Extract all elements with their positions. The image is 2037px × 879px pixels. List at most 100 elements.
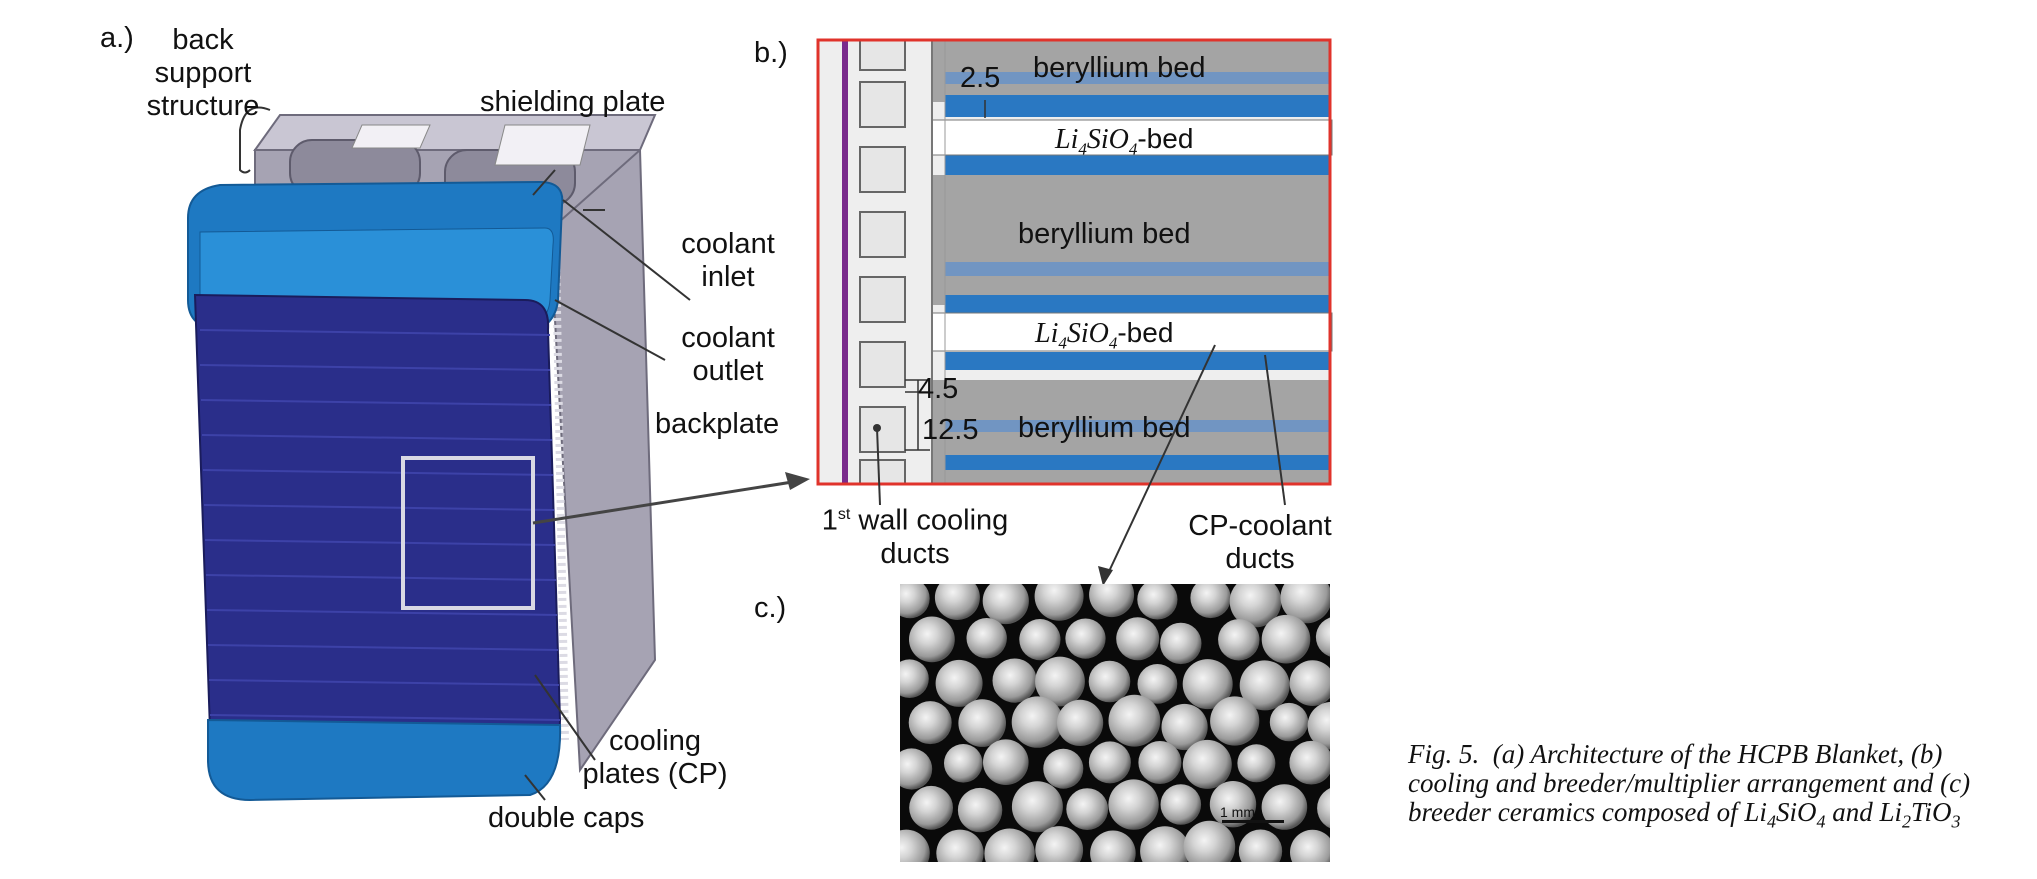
- dimension-12-5: 12.5: [922, 414, 979, 446]
- pebble: [1065, 618, 1106, 659]
- panel-b-leaders: [876, 344, 1286, 581]
- pebble: [1289, 740, 1330, 785]
- bottom-double-cap: [207, 718, 562, 802]
- pebble: [957, 787, 1003, 833]
- pebble: [1140, 826, 1190, 862]
- label-back-support-structure: back support structure: [146, 24, 260, 122]
- pebble: [1011, 781, 1063, 833]
- pebble: [900, 584, 930, 619]
- pebble: [1035, 826, 1084, 862]
- pebble: [1218, 619, 1260, 661]
- label-shielding-plate: shielding plate: [480, 86, 666, 118]
- panel-label-c: c.): [754, 592, 787, 624]
- pebble: [934, 584, 980, 620]
- first-wall-strip: [842, 40, 848, 484]
- pebble: [1034, 584, 1084, 621]
- pebble: [1088, 660, 1131, 703]
- pebble: [1229, 584, 1282, 628]
- pebble: [1160, 784, 1202, 825]
- dimension-markers: [905, 100, 986, 451]
- label-breeder-bed-1: Li4SiO4-bed: [1055, 123, 1194, 159]
- pebble: [909, 785, 953, 830]
- pebble: [1280, 584, 1330, 624]
- pebble: [992, 658, 1037, 703]
- pebble: [958, 699, 1006, 747]
- caption-formula-2: Li2TiO3: [1879, 797, 1961, 832]
- panel-c-pebble-photo: 1 mm: [900, 584, 1330, 862]
- pebble: [1066, 788, 1109, 830]
- pebble: [1261, 784, 1308, 830]
- pebble: [966, 618, 1007, 659]
- pebble: [900, 748, 933, 790]
- pebble: [1089, 584, 1135, 618]
- breeder-pebbles: [900, 584, 1330, 862]
- pebble: [1011, 696, 1064, 748]
- pebble: [1239, 660, 1290, 711]
- panel-a-leaders: [239, 106, 691, 801]
- pebble: [1183, 820, 1236, 862]
- caption-text: (a) Architecture of the HCPB Blanket, (b…: [1408, 739, 1971, 827]
- pebble: [1182, 659, 1233, 710]
- shielding-plate: [351, 124, 591, 166]
- label-first-wall-cooling-ducts: 1st wall cooling ducts: [821, 504, 1009, 570]
- figure-caption: Fig. 5. (a) Architecture of the HCPB Bla…: [1408, 739, 1971, 832]
- scale-bar-line: [1222, 820, 1284, 823]
- blanket-ribs: [199, 329, 561, 721]
- cp-coolant-bands: [945, 95, 1330, 470]
- pebble: [909, 616, 955, 663]
- pebble: [1088, 741, 1131, 784]
- pebble: [1043, 748, 1084, 789]
- pebble: [1090, 830, 1136, 862]
- pebble: [1035, 656, 1085, 707]
- pebble: [982, 584, 1029, 625]
- label-breeder-bed-2: Li4SiO4-bed: [1035, 317, 1174, 353]
- backplate-side: [548, 147, 657, 773]
- pebble: [1290, 829, 1330, 862]
- panel-b-border: [816, 38, 1332, 486]
- label-beryllium-bed-3: beryllium bed: [1018, 412, 1191, 444]
- pebble: [1116, 617, 1160, 661]
- pebble: [1317, 788, 1330, 829]
- zoom-arrow: [532, 478, 806, 525]
- pebble: [1315, 617, 1330, 657]
- dimension-2-5: 2.5: [960, 62, 1001, 94]
- label-beryllium-bed-2: beryllium bed: [1018, 218, 1191, 250]
- pebble: [1019, 619, 1061, 661]
- label-double-caps: double caps: [488, 802, 645, 834]
- pebble: [1138, 741, 1182, 784]
- pebble: [1161, 703, 1208, 751]
- pebble: [1261, 614, 1311, 664]
- pebble: [936, 829, 984, 862]
- dimension-4-5: 4.5: [918, 373, 959, 405]
- pebble: [984, 828, 1035, 862]
- label-beryllium-bed-1: beryllium bed: [1033, 52, 1206, 84]
- label-backplate: backplate: [655, 408, 780, 440]
- pebble: [900, 829, 930, 862]
- pebble: [1209, 781, 1257, 828]
- pebble: [983, 739, 1029, 785]
- pebble: [944, 744, 983, 783]
- first-wall-cooling-ducts: [859, 39, 906, 485]
- pebble: [1190, 584, 1231, 619]
- label-coolant-outlet: coolant outlet: [681, 322, 775, 387]
- pebble: [1108, 694, 1161, 747]
- pebble: [908, 701, 952, 745]
- pebble: [1108, 779, 1159, 830]
- pebble: [1237, 744, 1276, 783]
- zoom-box: [401, 456, 535, 610]
- pebble: [1137, 584, 1178, 620]
- pebble: [1238, 829, 1283, 862]
- pebble: [935, 659, 983, 707]
- pebble: [1210, 696, 1260, 746]
- label-cooling-plates: cooling plates (CP): [582, 725, 728, 790]
- pebble: [1057, 699, 1104, 746]
- pebble: [1269, 702, 1309, 742]
- label-coolant-inlet: coolant inlet: [681, 228, 775, 293]
- pebble: [1160, 622, 1202, 665]
- pebble: [1289, 660, 1330, 706]
- scale-bar-label: 1 mm: [1220, 804, 1255, 820]
- pebble: [1307, 701, 1330, 750]
- pebble: [1137, 664, 1178, 704]
